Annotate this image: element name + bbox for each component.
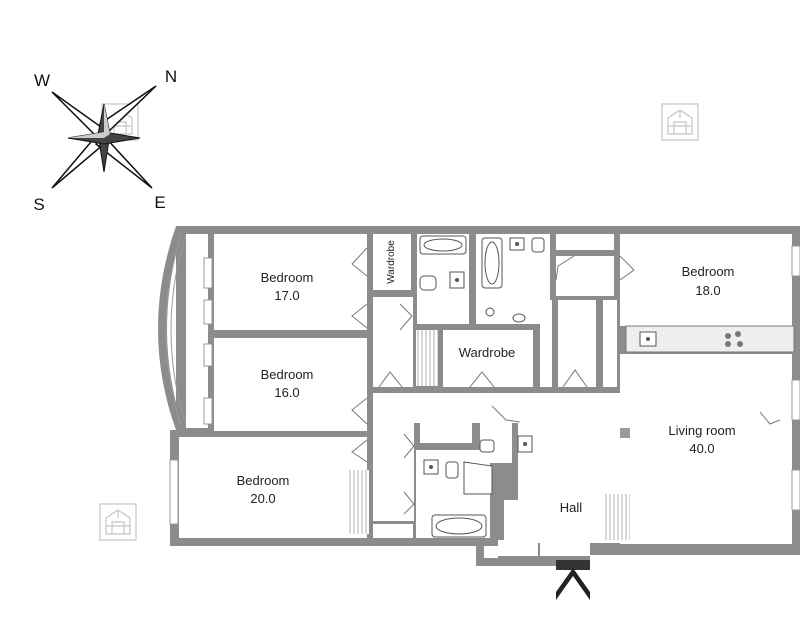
room-floors: [179, 234, 792, 558]
toilet-icon: [419, 237, 545, 479]
room-name-living: Living room: [668, 423, 735, 438]
room-area-bedroom-d: 18.0: [695, 283, 720, 298]
room-name-hall: Hall: [560, 500, 583, 515]
windows: [169, 245, 800, 540]
room-area-bedroom-c: 20.0: [250, 491, 275, 506]
compass-west-label: W: [34, 71, 50, 90]
room-name-wardrobe-large: Wardrobe: [459, 345, 516, 360]
kitchen-counter: [625, 325, 795, 353]
entrance-arrow-icon: [556, 568, 590, 600]
room-area-bedroom-b: 16.0: [274, 385, 299, 400]
watermark-logo-icon: [661, 103, 699, 141]
bathtub-icon: [419, 235, 503, 538]
column-marker: [620, 428, 630, 438]
room-name-wardrobe-small: Wardrobe: [386, 240, 397, 284]
room-area-living: 40.0: [689, 441, 714, 456]
sink-icon: [423, 237, 533, 475]
doors: [351, 247, 781, 515]
compass-south-label: S: [33, 195, 44, 214]
stove-icon: [725, 331, 743, 347]
room-name-bedroom-a: Bedroom: [261, 270, 314, 285]
compass-rose-icon: [51, 85, 157, 189]
room-name-bedroom-d: Bedroom: [682, 264, 735, 279]
watermark-logo-icon: [99, 503, 137, 541]
entrance-door: [556, 560, 590, 570]
compass-east-label: E: [154, 193, 165, 212]
room-name-bedroom-c: Bedroom: [237, 473, 290, 488]
room-name-bedroom-b: Bedroom: [261, 367, 314, 382]
room-area-bedroom-a: 17.0: [274, 288, 299, 303]
shower-tray: [463, 461, 493, 495]
compass-north-label: N: [165, 67, 177, 86]
